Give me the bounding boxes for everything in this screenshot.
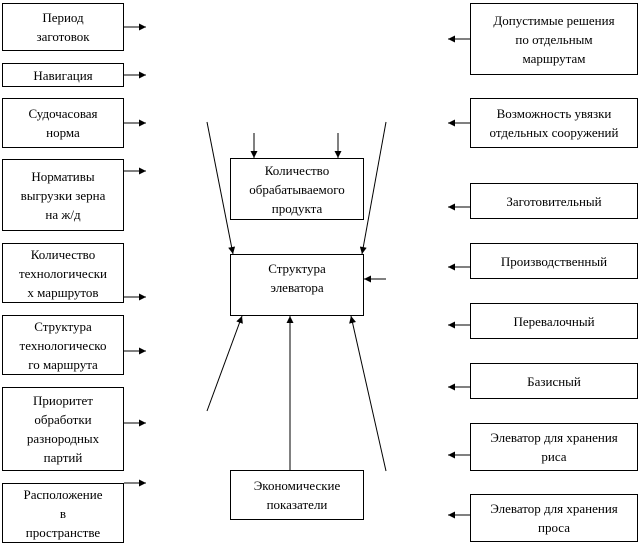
box-base: Базисный xyxy=(470,363,638,399)
box-navigation: Навигация xyxy=(2,63,124,87)
arrow-diag-top-left xyxy=(206,121,236,255)
arrow-diag-bottom-right xyxy=(349,315,387,472)
arrow-diag-bottom-left xyxy=(206,315,243,412)
box-production: Производственный xyxy=(470,243,638,279)
box-procurement: Заготовительный xyxy=(470,183,638,219)
box-transshipment: Перевалочный xyxy=(470,303,638,339)
arrow-diag-top-right xyxy=(359,121,387,255)
